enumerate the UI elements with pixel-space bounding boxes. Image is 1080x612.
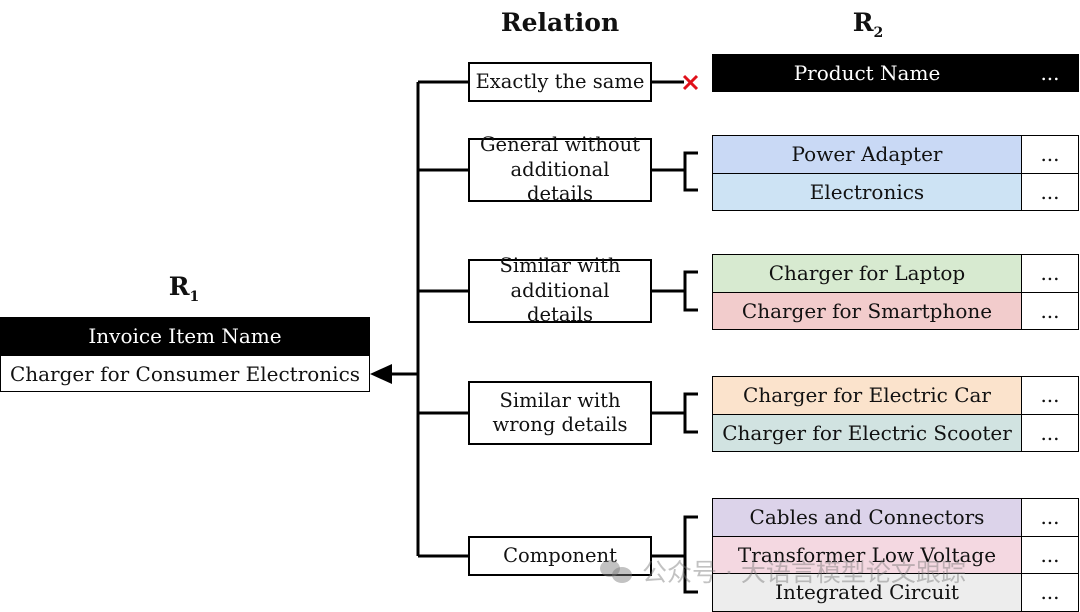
r1-heading: R1 — [146, 272, 222, 305]
r2-row-ellipsis: ... — [1021, 255, 1078, 292]
r2-row-name: Integrated Circuit — [775, 580, 959, 605]
r2-row: Charger for Electric Scooter... — [712, 413, 1079, 452]
relation-label: Exactly the same — [475, 69, 645, 93]
r2-row-name: Charger for Smartphone — [741, 298, 993, 323]
r2-row-ellipsis: ... — [1021, 173, 1078, 210]
r2-header-label: Product Name — [793, 61, 941, 85]
r2-row: Transformer Low Voltage... — [712, 535, 1079, 574]
relation-label: Similar with wrong details — [492, 388, 628, 436]
wechat-icon — [600, 558, 634, 584]
r2-heading-subscript: 2 — [873, 25, 884, 41]
r2-row-ellipsis: ... — [1021, 136, 1078, 173]
r2-row: Electronics... — [712, 172, 1079, 211]
relation-box-similar-wrong: Similar with wrong details — [468, 381, 652, 445]
r2-row-name: Transformer Low Voltage — [737, 542, 997, 567]
watermark: 公众号 · 大语言模型论文跟踪 — [600, 553, 966, 589]
r2-row-ellipsis: ... — [1021, 292, 1078, 329]
relation-box-similar-additional: Similar with additional details — [468, 254, 652, 326]
relation-box-component: Component — [468, 536, 652, 576]
relation-heading: Relation — [500, 8, 620, 37]
r2-row-name: Cables and Connectors — [749, 505, 985, 530]
r1-heading-subscript: 1 — [189, 289, 200, 305]
r2-row: Integrated Circuit... — [712, 573, 1079, 612]
r2-row-ellipsis: ... — [1021, 377, 1078, 414]
r2-row: Charger for Electric Car... — [712, 376, 1079, 415]
r2-row-name: Charger for Electric Car — [743, 383, 991, 408]
r2-row-ellipsis: ... — [1021, 499, 1078, 536]
r2-heading: R2 — [830, 8, 906, 41]
r2-row-ellipsis: ... — [1021, 536, 1078, 573]
r1-value: Charger for Consumer Electronics — [9, 361, 361, 386]
r2-row-name: Charger for Electric Scooter — [722, 420, 1012, 445]
relation-label: Similar with additional details — [499, 254, 621, 327]
r1-heading-main: R — [168, 272, 190, 301]
r2-row: Cables and Connectors... — [712, 498, 1079, 537]
no-match-x-icon — [682, 74, 699, 91]
r2-row: Power Adapter... — [712, 135, 1079, 174]
r2-row-ellipsis: ... — [1021, 414, 1078, 451]
r2-header-row: Product Name ... — [712, 54, 1079, 92]
relation-box-general: General without additional details — [468, 133, 652, 205]
relation-label: General without additional details — [479, 133, 641, 206]
r2-row-ellipsis: ... — [1021, 574, 1078, 611]
r2-row: Charger for Smartphone... — [712, 291, 1079, 330]
r2-heading-main: R — [852, 8, 874, 37]
relation-box-exactly-same: Exactly the same — [468, 62, 652, 102]
r1-header-label: Invoice Item Name — [88, 324, 282, 348]
r2-row: Charger for Laptop... — [712, 254, 1079, 293]
r2-row-name: Charger for Laptop — [768, 261, 966, 286]
watermark-text: 公众号 · 大语言模型论文跟踪 — [642, 558, 966, 587]
r2-header-ellipsis: ... — [1021, 55, 1078, 91]
relation-label: Component — [503, 543, 617, 567]
r1-header-row: Invoice Item Name — [0, 317, 370, 355]
r2-row-name: Power Adapter — [791, 142, 943, 167]
r2-row-name: Electronics — [809, 179, 925, 204]
r1-value-row: Charger for Consumer Electronics — [0, 355, 370, 392]
